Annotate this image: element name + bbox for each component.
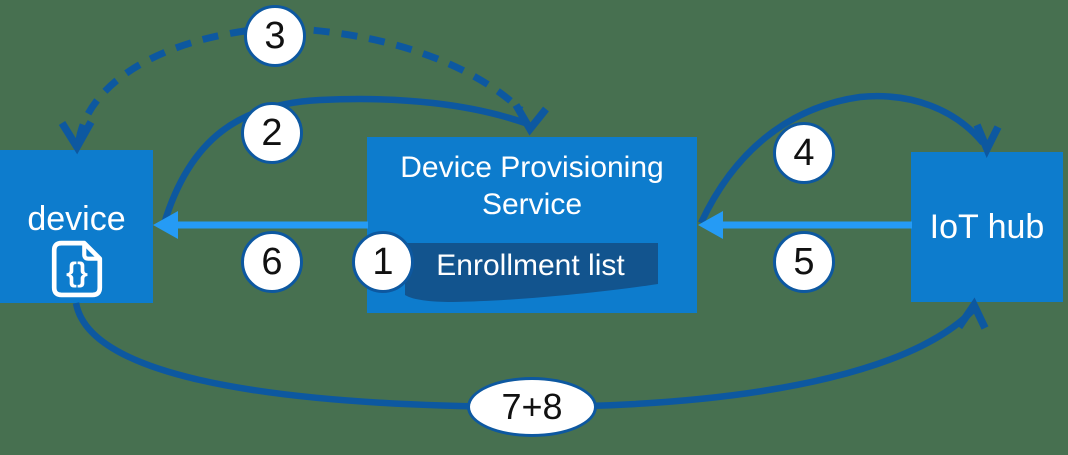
step-badge-3: 3 (244, 5, 306, 67)
step-badge-4: 4 (773, 122, 835, 184)
device-icon-fold (81, 244, 99, 261)
arrow-2-arc (160, 95, 530, 225)
arrow-4-arrowhead-icon (973, 123, 1002, 159)
arrow-4-arc (698, 92, 986, 225)
step-badge-5: 5 (773, 231, 835, 293)
node-iot-hub: IoT hub (911, 152, 1063, 302)
step-badge-6: 6 (241, 231, 303, 293)
device-icon-page-outline (51, 240, 102, 298)
step-badge-7-8: 7+8 (467, 377, 597, 437)
arrow-6-arrowhead-icon (153, 211, 178, 239)
node-device: device {} (0, 150, 153, 303)
device-icon-braces: {} (66, 256, 88, 287)
arrow-7-8-arrowhead-icon (955, 297, 989, 330)
device-code-icon: {} (51, 240, 102, 298)
arrow-5-arrowhead-icon (698, 211, 723, 239)
iot-hub-label: IoT hub (929, 208, 1045, 246)
step-badge-2: 2 (241, 102, 303, 164)
device-label: device (27, 200, 126, 238)
arrow-3-arrowhead-icon (58, 120, 95, 155)
arrow-2-arrowhead-icon (512, 103, 549, 136)
dps-label: Device Provisioning Service (400, 151, 664, 221)
step-badge-1: 1 (352, 231, 414, 293)
enrollment-banner (405, 243, 658, 302)
enrollment-banner-label: Enrollment list (436, 249, 625, 282)
